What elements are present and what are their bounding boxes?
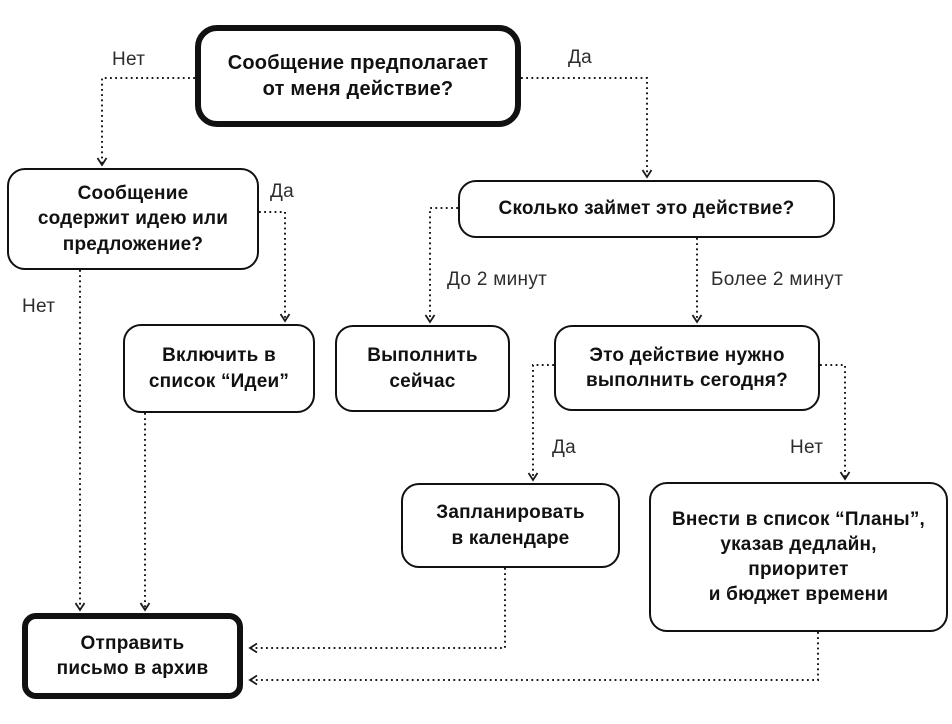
- edge-label-yes-top: Да: [568, 47, 593, 68]
- edge-label-yes-idea: Да: [270, 181, 295, 202]
- edge-label-no-idea: Нет: [22, 296, 56, 317]
- edge-under-2min-to-do-now: [424, 207, 458, 324]
- edge-label-yes-today: Да: [552, 437, 577, 458]
- node-add-to-plans-list: Внести в список “Планы”, указав дедлайн,…: [649, 482, 948, 632]
- node-question-do-today: Это действие нужно выполнить сегодня?: [554, 325, 820, 411]
- edge-label-over-2min: Более 2 минут: [711, 269, 844, 290]
- node-schedule-in-calendar: Запланировать в календаре: [401, 483, 620, 568]
- edge-label-under-2min: До 2 минут: [447, 269, 548, 290]
- node-question-message-requires-action: Сообщение предполагает от меня действие?: [195, 25, 521, 127]
- edge-yes-to-duration-question: [521, 77, 653, 179]
- edge-calendar-to-archive: [248, 568, 506, 654]
- node-add-to-ideas-list: Включить в список “Идеи”: [123, 324, 315, 413]
- node-question-action-duration: Сколько займет это действие?: [458, 180, 835, 238]
- edge-plans-to-archive: [248, 632, 819, 686]
- edge-label-no-today: Нет: [790, 437, 824, 458]
- edge-no-to-idea-question: [96, 77, 195, 167]
- node-question-contains-idea: Сообщение содержит идею или предложение?: [7, 168, 259, 270]
- edge-yes-to-idea-list: [259, 211, 291, 323]
- node-archive-email: Отправить письмо в архив: [22, 613, 243, 699]
- edge-yes-to-calendar: [527, 364, 554, 482]
- edge-no-to-plans: [820, 364, 851, 481]
- node-do-now: Выполнить сейчас: [335, 325, 510, 412]
- edge-label-no-top: Нет: [112, 49, 146, 70]
